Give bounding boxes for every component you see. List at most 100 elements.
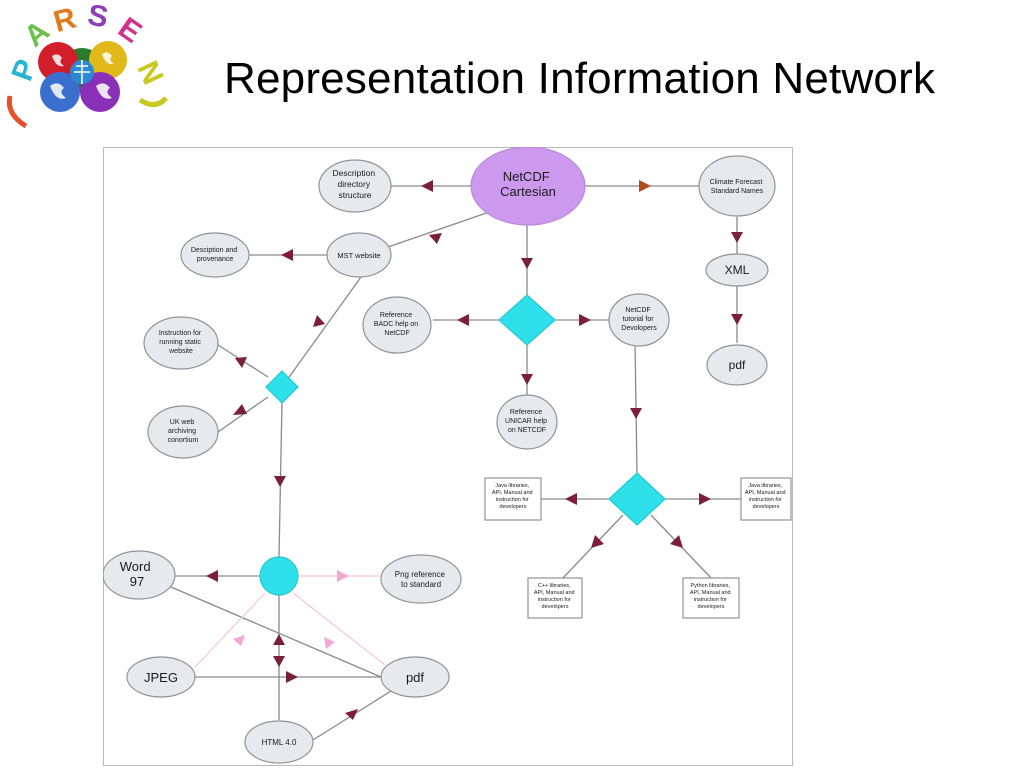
label-line: Cartesian [500, 184, 556, 199]
arrow-head [457, 314, 469, 326]
logo-letter: N [130, 56, 169, 90]
node-jpeg [126, 656, 196, 698]
node-netcdf-cartesian [470, 147, 586, 226]
label-java-left: Java libraries, API, Manual and instruct… [492, 483, 534, 510]
node-xml [705, 253, 769, 287]
label-line: instruction for [749, 497, 782, 503]
label-tutorial: NetCDF tutorial for Devolopers [621, 307, 657, 332]
logo-letter: R [50, 1, 80, 39]
node-diamond-small [265, 370, 299, 404]
label-unicar: Reference UNICAR help on NETCDF [505, 409, 549, 434]
label-description-directory: Description directory structure [333, 168, 378, 200]
label-line: Instruction for [159, 330, 202, 337]
label-png: Png reference to standard [395, 570, 448, 589]
node-description-directory [318, 159, 392, 213]
label-line: provenance [197, 256, 234, 263]
arrow-head [429, 233, 442, 244]
arrowheads [206, 180, 743, 720]
label-line: structure [338, 190, 371, 200]
label-line: website [168, 348, 193, 355]
label-description-provenance: Desciption and provenance [191, 247, 239, 263]
label-word97: Word 97 [120, 559, 154, 589]
label-line: Word [120, 559, 151, 574]
node-word97 [103, 550, 176, 600]
arrow-head [421, 180, 433, 192]
label-line: API, Manual and [745, 490, 786, 496]
node-diamond-center [498, 294, 556, 346]
label-badc: Reference BADC help on NetCDF [374, 312, 420, 337]
arrow-head-light [337, 570, 349, 582]
edge-word97-pdfbottom [170, 586, 382, 678]
label-line: on NETCDF [508, 427, 546, 434]
arrow-head [630, 408, 642, 419]
node-ukweb [147, 405, 219, 459]
label-line: instruction for [538, 597, 571, 603]
arrow-head [670, 535, 683, 548]
label-line: Climate Forecast [710, 179, 763, 186]
label-line: BADC help on [374, 321, 418, 328]
parsen-logo: P A R S E N [6, 0, 169, 129]
label-line: instruction for [694, 597, 727, 603]
puzzle-globe-icon [38, 41, 127, 112]
logo-letter: P [6, 55, 44, 85]
arrow-head-light [324, 637, 335, 649]
arrow-head [565, 493, 577, 505]
edge-netcdf-mst [387, 208, 499, 248]
node-badc [362, 296, 432, 354]
label-line: Reference [380, 312, 412, 319]
node-diamond-right [608, 472, 666, 526]
label-line: API, Manual and [492, 490, 533, 496]
arrow-head [731, 314, 743, 325]
arrow-head [345, 709, 358, 720]
label-mst-website: MST website [337, 251, 380, 260]
label-line: UNICAR help [505, 418, 547, 425]
edge-hub-pdfbottom [292, 592, 386, 666]
label-line: API, Manual and [534, 590, 575, 596]
arrow-head [235, 357, 247, 368]
label-line: running static [159, 339, 201, 346]
label-python: Python libraries, API, Manual and instru… [690, 583, 732, 610]
label-line: Devolopers [621, 325, 657, 332]
label-line: Desciption and [191, 247, 237, 254]
label-line: instruction for [496, 497, 529, 503]
label-line: NetCDF [384, 330, 409, 337]
arrow-head [273, 656, 285, 667]
label-jpeg: JPEG [144, 670, 178, 685]
label-pdf-top: pdf [729, 358, 746, 372]
arrowheads-light [233, 570, 349, 649]
label-line: Standard Names [711, 188, 764, 195]
node-pdf-bottom [380, 656, 450, 698]
edge-diamondsmall-ukweb [217, 396, 269, 433]
arrow-head [313, 315, 325, 327]
label-line: developers [753, 504, 780, 510]
label-line: tutorial for [622, 316, 654, 323]
node-circle-hub [259, 556, 299, 596]
label-line: directory [338, 179, 371, 189]
edges [170, 185, 741, 741]
node-climate-forecast [698, 155, 776, 217]
label-line: NetCDF [503, 169, 550, 184]
arrow-head [699, 493, 711, 505]
node-html4 [244, 720, 314, 764]
edge-tutorial-diamondright [634, 341, 638, 474]
arrow-head [274, 476, 286, 487]
arrow-head [521, 374, 533, 385]
node-unicar [496, 394, 558, 450]
logo-letter: S [85, 0, 110, 34]
label-ukweb: UK web archiving conortium [168, 419, 199, 444]
label-line: Java libraries, [495, 483, 529, 489]
arrow-head [591, 535, 604, 548]
label-pdf-bottom: pdf [406, 670, 424, 685]
label-line: Reference [510, 409, 542, 416]
node-instruction [143, 316, 219, 370]
label-cpp: C++ libraries, API, Manual and instructi… [534, 583, 576, 610]
arrow-head [273, 634, 285, 645]
label-line: to standard [401, 580, 441, 589]
node-java-left [484, 477, 542, 521]
label-line: Python libraries, [691, 583, 731, 589]
label-line: C++ libraries, [538, 583, 571, 589]
edge-mst-diamondsmall [281, 276, 362, 388]
arrow-head [233, 404, 247, 415]
representation-network-diagram: NetCDF Cartesian Description directory s… [103, 147, 792, 764]
label-line: UK web [170, 419, 195, 426]
